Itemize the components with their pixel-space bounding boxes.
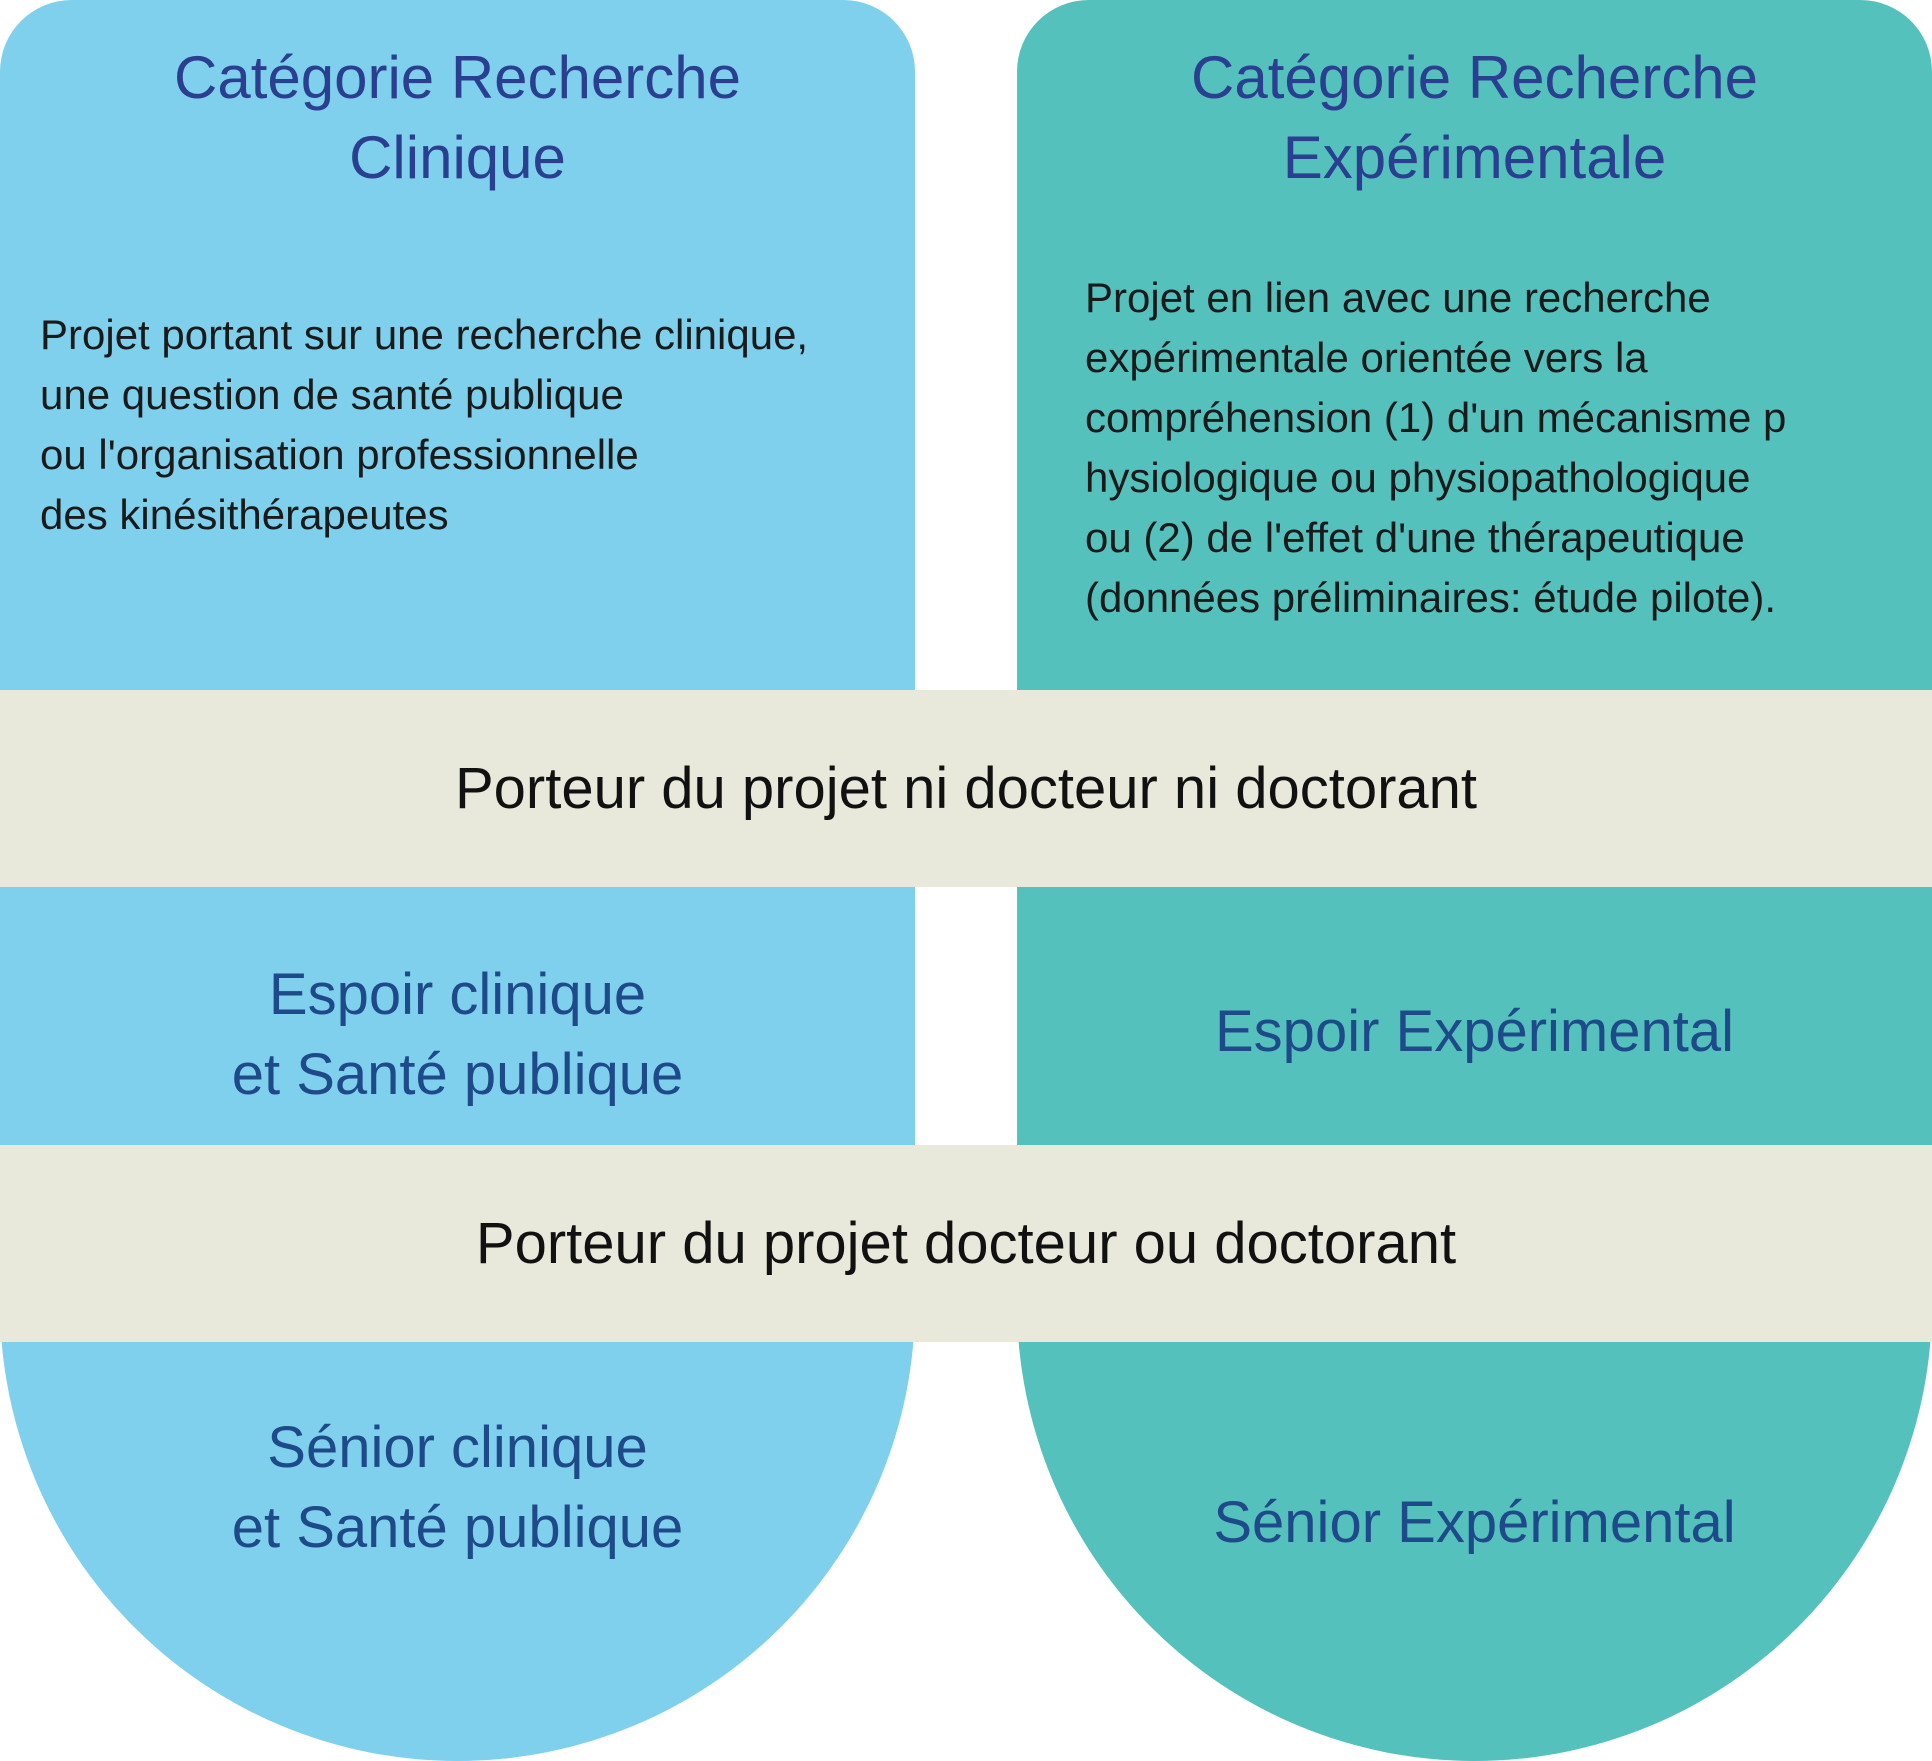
band-porteur-non-docteur: Porteur du projet ni docteur ni doctoran… <box>0 690 1932 887</box>
level-line: Espoir clinique <box>268 962 647 1027</box>
description-line: hysiologique ou physiopathologique <box>1085 454 1751 501</box>
description-line: une question de santé publique <box>40 371 624 418</box>
level-espoir-clinique: Espoir clinique et Santé publique <box>0 955 915 1115</box>
description-line: compréhension (1) d'un mécanisme p <box>1085 394 1787 441</box>
level-senior-clinique: Sénior clinique et Santé publique <box>0 1408 915 1568</box>
description-line: des kinésithérapeutes <box>40 491 449 538</box>
level-line: et Santé publique <box>231 1042 684 1107</box>
category-description-experimentale: Projet en lien avec une recherche expéri… <box>1085 268 1786 628</box>
description-line: ou (2) de l'effet d'une thérapeutique <box>1085 514 1745 561</box>
description-line: expérimentale orientée vers la <box>1085 334 1648 381</box>
level-line: et Santé publique <box>231 1495 684 1560</box>
level-senior-experimental: Sénior Expérimental <box>1017 1483 1932 1563</box>
description-line: Projet portant sur une recherche cliniqu… <box>40 311 809 358</box>
level-line: Sénior clinique <box>267 1415 648 1480</box>
level-espoir-experimental: Espoir Expérimental <box>1017 992 1932 1072</box>
category-title-experimentale: Catégorie Recherche Expérimentale <box>1017 38 1932 198</box>
band-porteur-docteur: Porteur du projet docteur ou doctorant <box>0 1145 1932 1342</box>
title-line: Catégorie Recherche <box>174 44 741 111</box>
category-title-clinique: Catégorie Recherche Clinique <box>0 38 915 198</box>
level-line: Sénior Expérimental <box>1213 1490 1736 1555</box>
category-description-clinique: Projet portant sur une recherche cliniqu… <box>40 305 808 545</box>
description-line: ou l'organisation professionnelle <box>40 431 639 478</box>
description-line: (données préliminaires: étude pilote). <box>1085 574 1777 621</box>
title-line: Clinique <box>349 124 566 191</box>
title-line: Expérimentale <box>1282 124 1667 191</box>
level-line: Espoir Expérimental <box>1215 999 1734 1064</box>
title-line: Catégorie Recherche <box>1191 44 1758 111</box>
description-line: Projet en lien avec une recherche <box>1085 274 1711 321</box>
